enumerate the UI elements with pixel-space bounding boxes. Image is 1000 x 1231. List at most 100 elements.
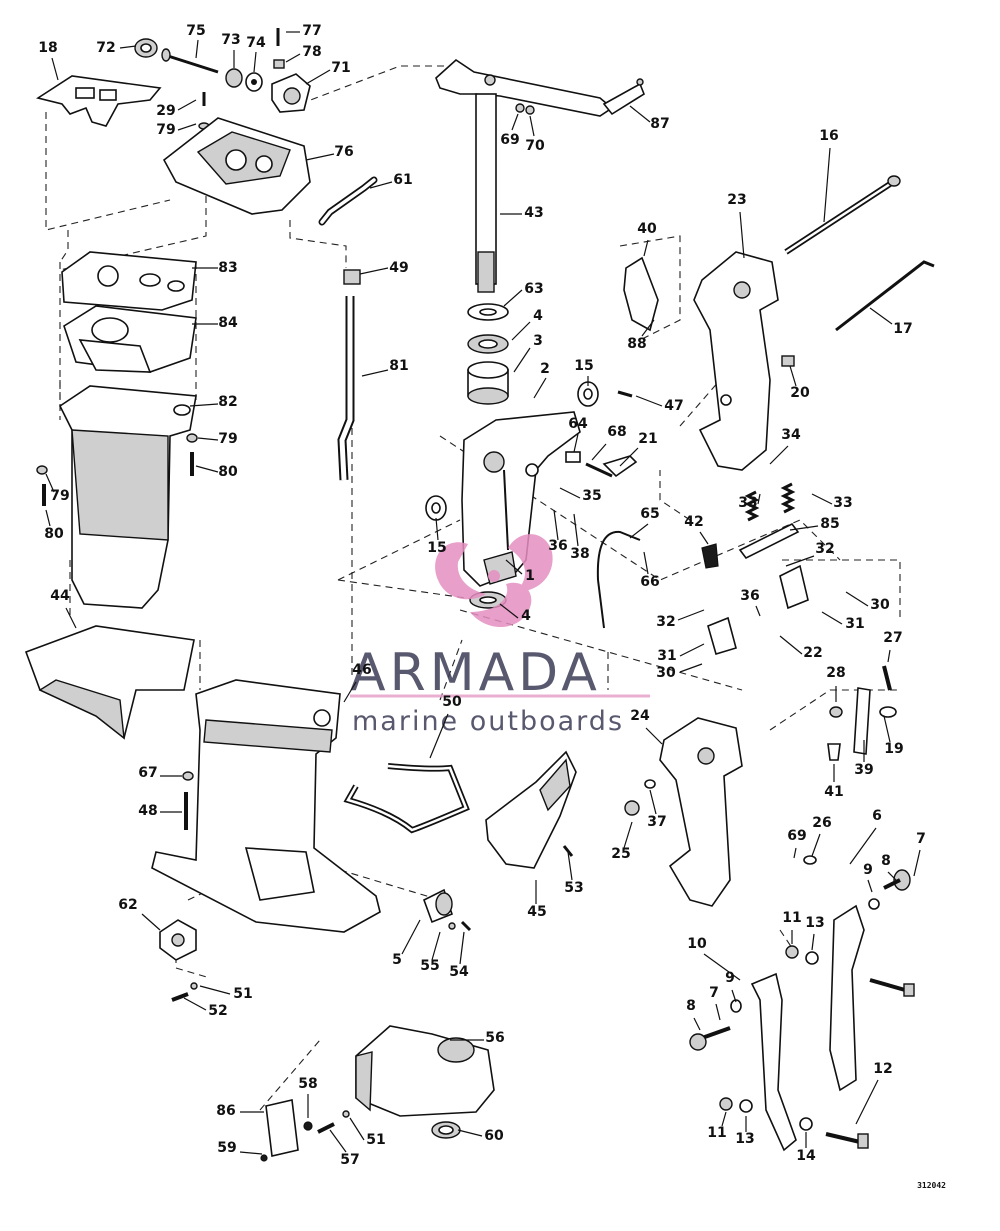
leader-line bbox=[503, 289, 523, 307]
part-number-label: 45 bbox=[527, 904, 546, 920]
callout-c30b: 30 bbox=[656, 663, 703, 681]
plug-5-screws-55-54 bbox=[423, 888, 472, 932]
nuts-11-washers-13 bbox=[719, 945, 819, 1131]
leader-line bbox=[239, 1151, 263, 1155]
leader-line bbox=[553, 509, 559, 541]
leader-line bbox=[755, 605, 761, 617]
callout-c17: 17 bbox=[869, 307, 913, 337]
callout-c67: 67 bbox=[138, 765, 182, 781]
leader-line bbox=[197, 437, 219, 441]
callout-c25: 25 bbox=[611, 821, 633, 862]
part-number-label: 9 bbox=[725, 970, 735, 986]
callout-c21: 21 bbox=[619, 431, 658, 467]
screws-79-80 bbox=[36, 433, 198, 506]
callout-c62: 62 bbox=[118, 897, 161, 931]
callout-c51a: 51 bbox=[199, 985, 253, 1002]
callout-c7a: 7 bbox=[913, 831, 926, 877]
leader-line bbox=[789, 365, 797, 387]
callout-c31a: 31 bbox=[821, 611, 865, 632]
plate-40 bbox=[623, 256, 659, 332]
callout-c12: 12 bbox=[855, 1061, 893, 1125]
leader-line bbox=[769, 445, 789, 465]
bolt-16 bbox=[784, 175, 901, 255]
leader-line bbox=[429, 713, 449, 759]
part-number-label: 63 bbox=[524, 281, 543, 297]
wire-65 bbox=[596, 530, 641, 629]
callout-c49: 49 bbox=[359, 260, 409, 276]
part-number-label: 4 bbox=[521, 608, 531, 624]
callout-c31b: 31 bbox=[657, 643, 705, 664]
fasteners-58-57-59 bbox=[260, 1110, 350, 1162]
callout-c8b: 8 bbox=[686, 998, 701, 1031]
part-number-label: 21 bbox=[638, 431, 657, 447]
leader-line bbox=[573, 433, 579, 453]
leader-line bbox=[779, 635, 803, 655]
part-number-label: 13 bbox=[805, 915, 824, 931]
part-number-label: 52 bbox=[208, 1003, 227, 1019]
rod-17 bbox=[835, 260, 935, 332]
part-number-label: 23 bbox=[727, 192, 746, 208]
callout-c33a: 33 bbox=[738, 493, 761, 511]
part-number-label: 4 bbox=[533, 308, 543, 324]
screw-20 bbox=[781, 355, 795, 367]
part-number-label: 7 bbox=[709, 985, 719, 1001]
callout-c57: 57 bbox=[329, 1129, 360, 1168]
leader-line bbox=[329, 1129, 347, 1153]
leader-line bbox=[45, 509, 51, 527]
leader-line bbox=[195, 39, 199, 59]
part-number-label: 35 bbox=[582, 488, 601, 504]
part-number-label: 15 bbox=[574, 358, 593, 374]
part-number-label: 50 bbox=[442, 694, 462, 710]
leader-line bbox=[811, 933, 815, 951]
leader-line bbox=[361, 369, 389, 377]
leader-line bbox=[459, 931, 465, 965]
callout-c68: 68 bbox=[591, 424, 627, 461]
pivot-bracket-71 bbox=[271, 73, 311, 113]
callout-c32a: 32 bbox=[785, 541, 835, 567]
bushing-72 bbox=[134, 38, 158, 58]
part-number-label: 42 bbox=[684, 514, 703, 530]
leader-line bbox=[253, 51, 257, 73]
callout-c85: 85 bbox=[789, 516, 840, 532]
part-number-label: 79 bbox=[50, 488, 69, 504]
part-number-label: 78 bbox=[302, 44, 321, 60]
callout-c78: 78 bbox=[285, 44, 322, 63]
leader-line bbox=[177, 123, 197, 131]
part-number-label: 40 bbox=[637, 221, 657, 237]
leader-line bbox=[883, 715, 891, 743]
callout-c66: 66 bbox=[640, 551, 660, 590]
callout-c55: 55 bbox=[420, 931, 441, 974]
part-number-label: 88 bbox=[627, 336, 646, 352]
part-number-label: 51 bbox=[233, 986, 252, 1002]
callout-c32b: 32 bbox=[656, 609, 705, 630]
callout-c7b: 7 bbox=[709, 985, 721, 1021]
leader-line bbox=[823, 147, 831, 223]
bolt-75 bbox=[161, 48, 219, 74]
part-number-label: 65 bbox=[640, 506, 659, 522]
leader-line bbox=[567, 851, 573, 881]
leader-line bbox=[645, 727, 663, 745]
part-number-label: 61 bbox=[393, 172, 412, 188]
callout-c76: 76 bbox=[305, 144, 354, 161]
thumbscrew-6 bbox=[803, 855, 911, 910]
leader-line bbox=[285, 53, 301, 63]
washers-73-74 bbox=[225, 68, 263, 92]
part-number-label: 9 bbox=[863, 862, 873, 878]
bolt-12 bbox=[825, 1132, 869, 1149]
callout-c79c: 79 bbox=[45, 473, 70, 504]
part-number-label: 55 bbox=[420, 958, 439, 974]
callout-c11a: 11 bbox=[782, 910, 802, 944]
callout-c26: 26 bbox=[811, 815, 832, 857]
leader-line bbox=[887, 649, 891, 663]
part-number-label: 20 bbox=[790, 385, 810, 401]
part-number-label: 46 bbox=[352, 662, 371, 678]
leader-line bbox=[119, 45, 137, 49]
watermark-brand: ARMADA bbox=[350, 643, 601, 703]
part-number-label: 73 bbox=[221, 32, 240, 48]
callout-c81: 81 bbox=[361, 358, 409, 377]
leader-line bbox=[141, 913, 161, 931]
callout-c52: 52 bbox=[183, 997, 228, 1019]
part-number-label: 71 bbox=[331, 60, 350, 76]
